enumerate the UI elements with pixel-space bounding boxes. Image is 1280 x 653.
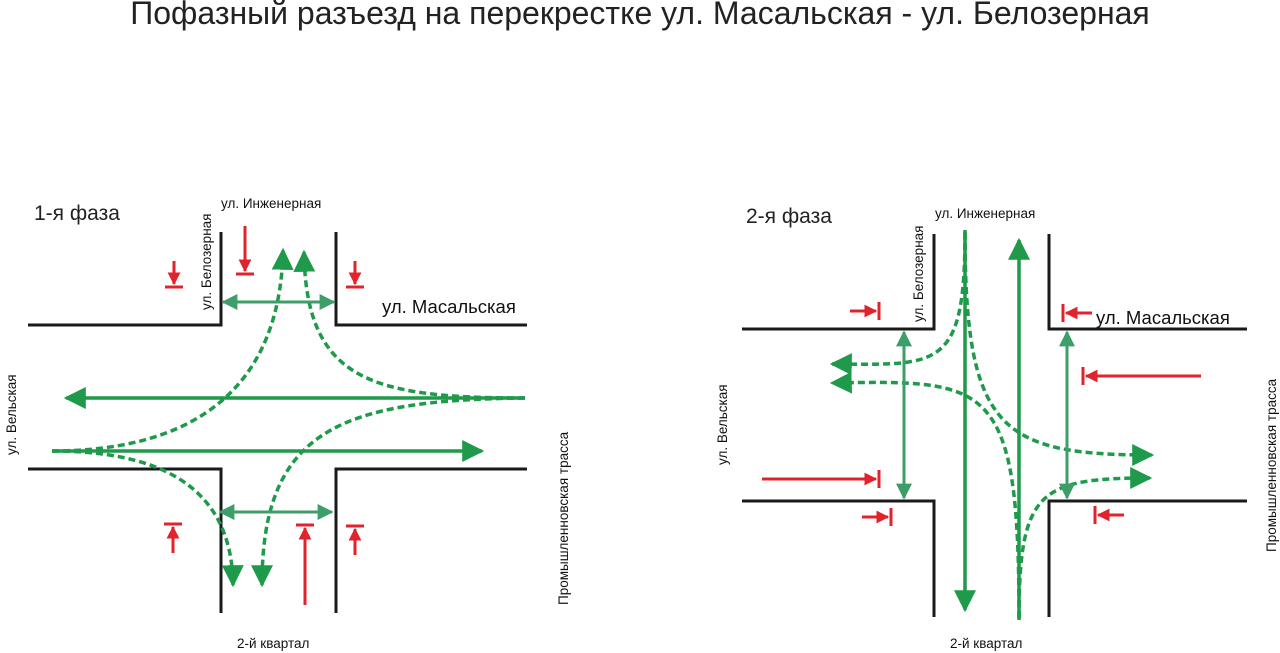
phase-1-street-east: Промышленновская трасса <box>556 431 571 605</box>
phase-1-label: 1-я фаза <box>34 202 120 225</box>
phase-1-street-north: ул. Инженерная <box>221 196 321 211</box>
phase-1-vehicle-flows <box>51 247 526 588</box>
diagram-title: Пофазный разъезд на перекрестке ул. Маса… <box>130 0 1150 31</box>
phase-2-street-south: 2-й квартал <box>950 636 1022 651</box>
phase-2-street-west: ул. Вельская <box>715 384 730 465</box>
phase-2-vehicle-flows <box>829 230 1155 620</box>
phase-1-street-south: 2-й квартал <box>237 636 309 651</box>
phase-2-road-edges <box>742 234 1247 617</box>
phase-2-street-masalskaya: ул. Масальская <box>1096 307 1230 328</box>
phase-1-street-masalskaya: ул. Масальская <box>382 296 516 317</box>
phase-2-pedestrian-crossings <box>896 330 1075 500</box>
phase-2-panel: 2-я фаза ул. Инженерная ул. Белозерная у… <box>715 205 1279 651</box>
phase-1-panel: 1-я фаза ул. Инженерная ул. Белозерная у… <box>4 196 571 651</box>
phase-2-street-north: ул. Инженерная <box>935 206 1035 221</box>
phase-2-label: 2-я фаза <box>746 205 832 228</box>
phase-1-road-edges <box>28 232 527 613</box>
phase-1-street-belozernaya: ул. Белозерная <box>199 214 214 310</box>
phase-2-street-belozernaya: ул. Белозерная <box>911 226 926 322</box>
phase-1-street-west: ул. Вельская <box>4 374 19 455</box>
phase-1-stop-markers <box>164 226 364 605</box>
phase-2-street-east: Промышленновская трасса <box>1264 378 1279 552</box>
phase-1-pedestrian-crossings <box>218 294 336 520</box>
phase-2-stop-markers <box>762 302 1201 526</box>
